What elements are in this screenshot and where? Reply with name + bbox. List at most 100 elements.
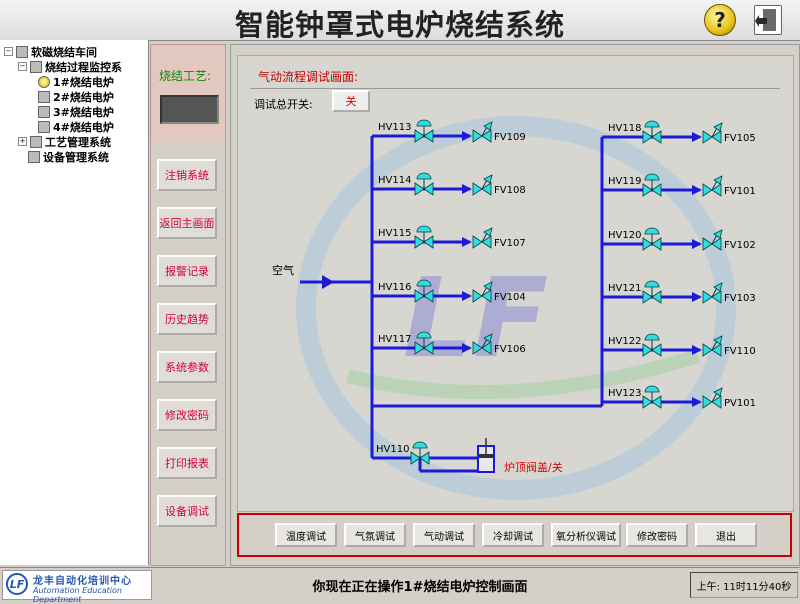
air-arrow [322,275,334,289]
history-trend-button[interactable]: 历史趋势 [157,303,217,335]
temp-debug-button[interactable]: 温度调试 [275,523,337,547]
folder-icon [28,150,40,163]
hv-label: HV123 [608,388,641,399]
help-button[interactable]: ? [704,4,736,36]
control-valve [702,335,723,357]
flow-arrow [692,132,702,142]
hand-valve [414,225,434,249]
fv-label: FV110 [724,346,756,357]
expand-toggle[interactable]: + [18,137,27,146]
hv-label: HV122 [608,336,641,347]
system-params-button[interactable]: 系统参数 [157,351,217,383]
flow-arrow [462,131,472,141]
collapse-toggle[interactable]: − [4,47,13,56]
fv-label: FV101 [724,186,756,197]
watermark-text: LF [403,254,548,382]
process-label: 烧结工艺: [159,69,212,83]
collapse-toggle[interactable]: − [18,62,27,71]
fv-label: FV106 [494,344,526,355]
tree-node-monitor[interactable]: −烧结过程监控系 [18,59,122,74]
fv-label: FV102 [724,240,756,251]
fv-label: PV101 [724,398,756,409]
device-debug-button[interactable]: 设备调试 [157,495,217,527]
flow-arrow [462,184,472,194]
hv-label: HV118 [608,123,641,134]
fv-label: FV104 [494,292,526,303]
tree-node-label: 设备管理系统 [43,150,109,164]
hv-label: HV115 [378,228,411,239]
watermark-ring [296,116,736,500]
exit-door-button[interactable] [754,5,782,35]
control-valve [702,282,723,304]
node-icon [38,120,50,133]
flow-arrow [692,292,702,302]
hand-valve [414,119,434,143]
tree-node-process-mgmt[interactable]: + 工艺管理系统 [18,134,111,149]
folder-icon [30,135,42,148]
node-icon [38,105,50,118]
control-valve [702,175,723,197]
tree-node-furnace-1[interactable]: 1#烧结电炉 [38,74,114,89]
change-password-bottom-button[interactable]: 修改密码 [626,523,688,547]
print-report-button[interactable]: 打印报表 [157,447,217,479]
hand-valve [642,227,662,251]
main-screen-button[interactable]: 返回主画面 [157,207,217,239]
hv-label: HV110 [376,444,409,455]
logout-button[interactable]: 注销系统 [157,159,217,191]
bulb-icon [38,75,50,88]
oxygen-analyzer-debug-button[interactable]: 氧分析仪调试 [551,523,621,547]
tree-node-furnace-3[interactable]: 3#烧结电炉 [38,104,114,119]
divider [250,88,780,89]
hv-label: HV114 [378,175,411,186]
help-icon: ? [714,8,726,32]
tree-node-label: 工艺管理系统 [45,135,111,149]
control-valve [472,121,493,143]
tree-view: −软磁烧结车间 −烧结过程监控系 1#烧结电炉 2#烧结电炉 3#烧结电炉 4#… [0,40,149,565]
hand-valve [642,333,662,357]
title-bar: 智能钟罩式电炉烧结系统 ? [0,0,800,42]
hand-valve [414,331,434,355]
hv-label: HV120 [608,230,641,241]
hv-label: HV119 [608,176,641,187]
change-password-button[interactable]: 修改密码 [157,399,217,431]
fv-label: FV103 [724,293,756,304]
hand-valve [642,120,662,144]
tree-node-label: 软磁烧结车间 [31,45,97,59]
logo-en: Automation Education Department [33,586,122,604]
control-valve [702,122,723,144]
atmosphere-debug-button[interactable]: 气氛调试 [344,523,406,547]
hand-valve [642,173,662,197]
master-switch-button[interactable]: 关 [332,90,370,112]
fv-label: FV105 [724,133,756,144]
control-valve [472,333,493,355]
tree-node-workshop[interactable]: − 软磁烧结车间 [4,44,97,59]
flow-arrow [462,291,472,301]
status-message: 你现在正在操作1#烧结电炉控制画面 [312,580,528,595]
pneumatic-debug-button[interactable]: 气动调试 [413,523,475,547]
tree-node-furnace-4[interactable]: 4#烧结电炉 [38,119,114,134]
flow-arrow [462,237,472,247]
node-icon [38,90,50,103]
cylinder-piston [479,454,493,458]
panel-title: 气动流程调试画面: [258,70,359,84]
tree-node-label: 2#烧结电炉 [53,90,114,104]
hand-valve [642,385,662,409]
flow-arrow [692,397,702,407]
control-valve [702,387,723,409]
tree-node-equipment-mgmt[interactable]: 设备管理系统 [28,149,109,164]
air-label: 空气 [272,263,294,277]
hv-label: HV117 [378,334,411,345]
tree-node-furnace-2[interactable]: 2#烧结电炉 [38,89,114,104]
alarm-log-button[interactable]: 报警记录 [157,255,217,287]
lid-valve [410,441,430,465]
control-valve [702,229,723,251]
fv-label: FV109 [494,132,526,143]
lid-label: 炉顶阀盖/关 [504,460,563,474]
exit-button[interactable]: 退出 [695,523,757,547]
fv-label: FV108 [494,185,526,196]
control-valve [472,174,493,196]
logo-cn: 龙丰自动化培训中心 [33,576,132,587]
cooling-debug-button[interactable]: 冷却调试 [482,523,544,547]
